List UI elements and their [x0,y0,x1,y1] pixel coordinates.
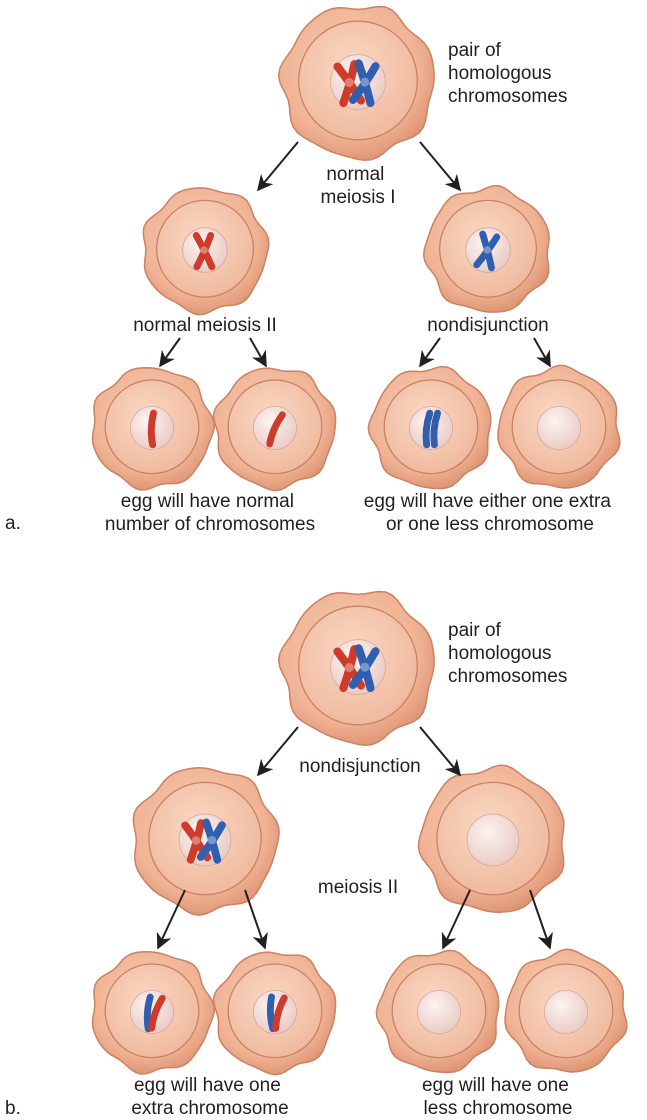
panel-a-letter: a. [5,513,21,534]
panel-b: pair of homologous chromosomes nondisjun… [5,592,627,1120]
cell-a-egg-2 [214,368,336,491]
cell-b-egg-1 [93,952,215,1074]
arrow-b-4 [245,890,265,948]
cell-b-egg-4 [505,949,627,1072]
a-bottom-right-caption: egg will have either one extra or one le… [364,491,616,535]
b-top-label: pair of homologous chromosomes [448,620,567,687]
arrow-b-1 [258,727,298,775]
cell-a-egg-4-nucleus [537,406,580,449]
cell-b-egg-2 [214,952,336,1074]
arrow-a-6 [534,338,550,366]
panel-a: pair of homologous chromosomes normal me… [5,7,620,536]
arrow-a-5 [420,338,440,366]
a-right-label: nondisjunction [427,315,548,336]
cell-b-right-secondary [418,765,563,912]
a-top-label: pair of homologous chromosomes [448,40,567,107]
b-division2-label: meiosis II [318,877,398,898]
a-left-label: normal meiosis II [133,315,277,336]
b-bottom-left-caption: egg will have one extra chromosome [131,1075,288,1119]
b-bottom-right-caption: egg will have one less chromosome [422,1075,574,1119]
cell-a-parent [279,7,435,161]
arrow-b-2 [420,727,460,775]
cell-a-egg-4 [498,365,620,488]
cell-b-egg-3-nucleus [417,990,460,1033]
arrow-a-1 [258,142,298,190]
arrow-a-4 [250,338,266,366]
arrow-a-2 [420,142,460,190]
cell-b-egg-3 [376,950,498,1072]
cell-b-left-secondary [133,768,279,915]
cell-a-right-secondary [424,186,549,312]
arrow-b-6 [530,890,550,948]
b-division1-label: nondisjunction [299,756,420,777]
cell-b-parent [279,592,435,746]
a-bottom-left-caption: egg will have normal number of chromosom… [105,491,315,535]
cell-b-egg-4-nucleus [544,990,587,1033]
a-meiosis1-label: normal meiosis I [321,164,396,208]
cell-a-egg-3 [368,367,491,489]
panel-b-letter: b. [5,1098,21,1119]
arrow-a-3 [160,338,180,366]
cell-b-right-secondary-nucleus [467,814,519,866]
cell-a-left-secondary [143,188,268,315]
cell-a-egg-1 [93,368,215,490]
